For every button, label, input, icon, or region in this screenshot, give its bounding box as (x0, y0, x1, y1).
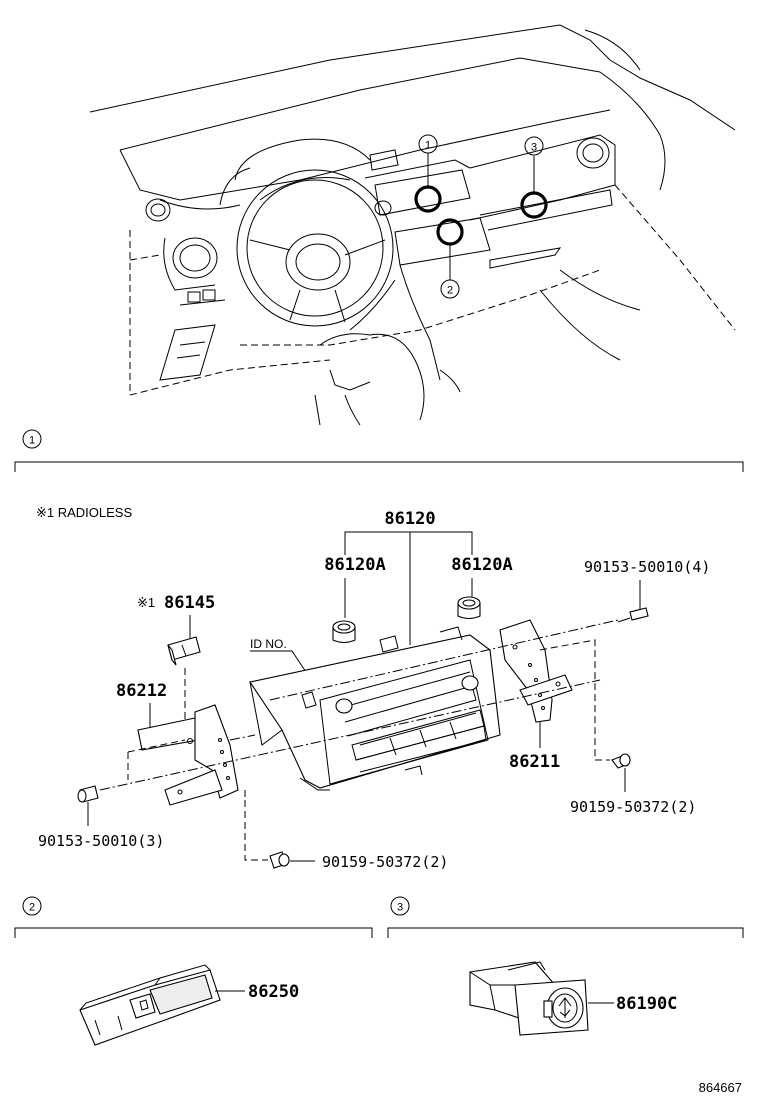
part-86190C-label[interactable]: 86190C (616, 994, 677, 1014)
callout-bubble-2[interactable]: 2 (440, 279, 460, 299)
knob-86120A-left (332, 620, 356, 644)
part-86120-label[interactable]: 86120 (384, 509, 435, 529)
section-1-header: 1 (14, 429, 744, 472)
section-3-index: 3 (397, 902, 403, 914)
dashboard-overview-illustration (89, 24, 736, 426)
part-86145-label[interactable]: 86145 (164, 593, 215, 613)
svg-text:2: 2 (447, 285, 453, 297)
usb-port-86190C (469, 961, 589, 1036)
svg-text:1: 1 (425, 140, 431, 152)
part-90159-50372-right-label[interactable]: 90159-50372(2) (570, 798, 696, 816)
callout-bubble-3[interactable]: 3 (524, 136, 544, 156)
part-90153-50010-3-label[interactable]: 90153-50010(3) (38, 832, 164, 850)
part-86145-mark: ※1 (137, 595, 155, 610)
svg-text:3: 3 (531, 142, 537, 154)
callout-ring-2 (436, 218, 464, 246)
section-2-header: 2 (14, 896, 373, 938)
callout-bubble-1[interactable]: 1 (418, 134, 438, 154)
part-90153-50010-4-label[interactable]: 90153-50010(4) (584, 558, 710, 576)
part-86211-label[interactable]: 86211 (509, 752, 560, 772)
id-no-label: ID NO. (250, 637, 287, 651)
illustration-number: 864667 (699, 1080, 742, 1095)
part-86120A-right-label[interactable]: 86120A (451, 555, 512, 575)
section-1-index: 1 (29, 435, 35, 447)
knob-86120A-right (457, 596, 481, 620)
radioless-note: ※1 RADIOLESS (36, 505, 132, 520)
bracket-86212 (137, 704, 239, 806)
part-90159-50372-bottom-label[interactable]: 90159-50372(2) (322, 853, 448, 871)
callout-ring-1 (414, 185, 442, 213)
section-3-header: 3 (387, 896, 744, 938)
section-2-index: 2 (29, 902, 35, 914)
bolt-90159-right (611, 753, 631, 769)
switch-86250 (79, 964, 221, 1046)
bolt-90159-bottom (269, 851, 290, 869)
bracket-86211 (499, 619, 573, 723)
part-86250-label[interactable]: 86250 (248, 982, 299, 1002)
bolt-90153-bottom (77, 785, 99, 803)
part-86120A-left-label[interactable]: 86120A (324, 555, 385, 575)
head-unit-86120 (249, 626, 501, 791)
plug-86145 (167, 636, 201, 666)
bolt-90153-top (617, 607, 649, 623)
part-86212-label[interactable]: 86212 (116, 681, 167, 701)
